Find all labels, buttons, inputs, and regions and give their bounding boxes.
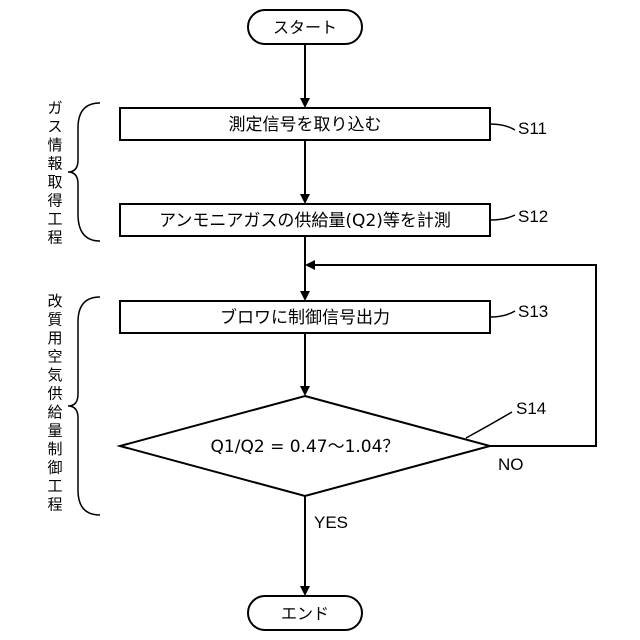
group-label-air-control: 改質用空気供給量制御工程 (47, 292, 62, 514)
step-s12-leader (490, 215, 515, 220)
step-s13-id: S13 (518, 302, 548, 321)
start-label: スタート (273, 18, 337, 37)
group-label-text: ガス情報取得工程 (47, 99, 62, 247)
decision-s14-leader (466, 412, 512, 438)
group-label-text: 改質用空気供給量制御工程 (47, 292, 62, 514)
decision-no-label: NO (498, 455, 524, 474)
step-s13-text: ブロワに制御信号出力 (220, 307, 390, 328)
group-label-gas-info: ガス情報取得工程 (47, 99, 62, 247)
end-label: エンド (281, 604, 329, 623)
step-s13-leader (490, 311, 515, 317)
step-s11-id: S11 (518, 119, 547, 138)
step-s11-text: 測定信号を取り込む (229, 115, 382, 135)
step-s12-text: アンモニアガスの供給量(Q2)等を計測 (159, 211, 451, 231)
decision-s14-text: Q1/Q2 = 0.47～1.04？ (211, 437, 400, 457)
step-s11-leader (490, 124, 515, 130)
step-s12-id: S12 (518, 207, 548, 226)
group-brace-gas-info (68, 103, 100, 241)
decision-yes-label: YES (314, 513, 348, 532)
decision-s14-id: S14 (516, 399, 546, 418)
group-brace-air-control (68, 297, 100, 515)
